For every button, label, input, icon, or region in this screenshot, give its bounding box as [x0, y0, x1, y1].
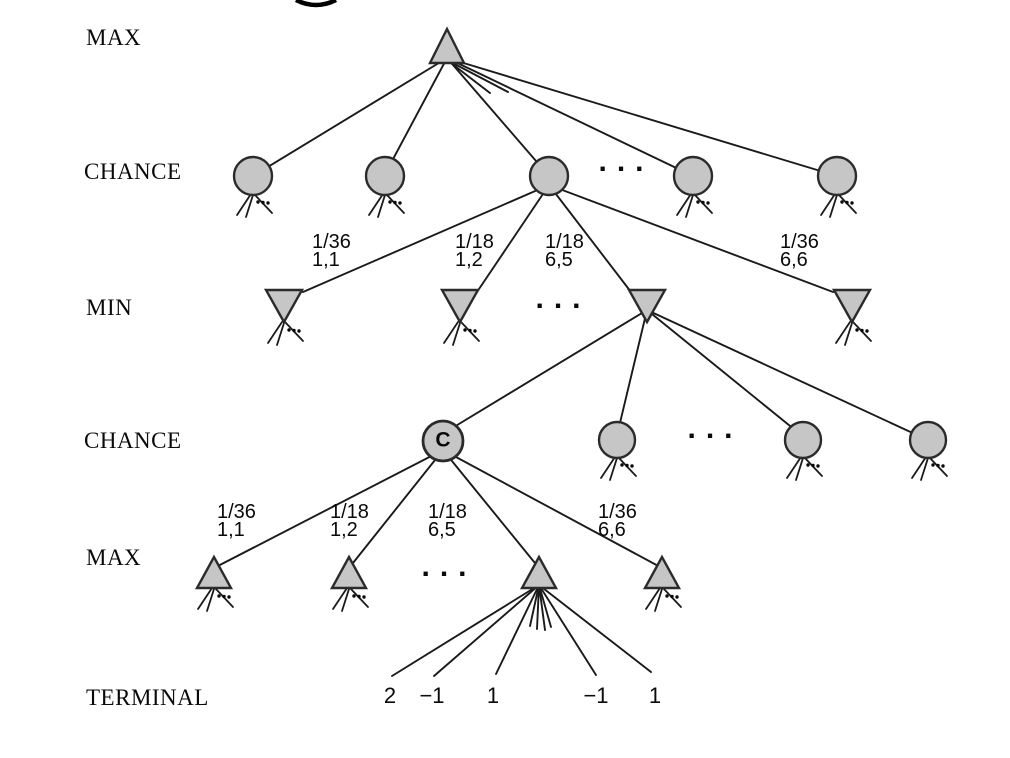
row-label-max-top: MAX — [86, 25, 142, 50]
branch-prob: 1/18 — [545, 231, 584, 253]
branch-stub — [536, 584, 540, 630]
branch-stub — [446, 59, 509, 93]
branch-stub — [446, 59, 491, 94]
upper-chance-node-2 — [364, 155, 406, 197]
branch-prob: 1/36 — [217, 501, 256, 523]
root-max-node — [428, 26, 466, 65]
branch-stub — [538, 584, 546, 631]
branch-prob: 1/18 — [455, 231, 494, 253]
cropped-text-fragment — [294, 0, 338, 8]
branch-prob: 1/36 — [312, 231, 351, 253]
branch-stub — [529, 584, 540, 627]
ellipsis-lower-max: ... — [421, 550, 477, 583]
terminal-value-2: −1 — [419, 683, 445, 708]
branch-roll: 1,2 — [455, 249, 483, 271]
branch-roll: 1,2 — [330, 519, 358, 541]
lower-max-node-3-expanded — [519, 554, 559, 590]
lower-chance-node-4 — [908, 420, 948, 460]
lower-chance-node-c — [421, 419, 465, 463]
branch-stub — [538, 584, 552, 628]
branch-roll: 6,6 — [598, 519, 626, 541]
terminal-value-3: 1 — [486, 683, 500, 708]
lower-chance-node-2 — [597, 420, 637, 460]
min-node-2 — [439, 288, 481, 325]
ellipsis-upper-chance: ... — [598, 145, 654, 178]
lower-chance-node-3 — [783, 420, 823, 460]
branch-prob: 1/36 — [780, 231, 819, 253]
branch-roll: 1,1 — [217, 519, 245, 541]
lower-branch-label-2: 1/18 1,2 — [330, 501, 369, 541]
upper-chance-node-3-expanded — [528, 155, 570, 197]
branch-roll: 6,5 — [428, 519, 456, 541]
lower-branch-label-3: 1/18 6,5 — [428, 501, 467, 541]
row-label-min: MIN — [86, 295, 133, 320]
upper-branch-label-1: 1/36 1,1 — [312, 231, 351, 271]
chance-node-c-label: C — [435, 428, 451, 452]
lower-max-node-4 — [642, 554, 682, 590]
branch-roll: 1,1 — [312, 249, 340, 271]
upper-chance-node-1 — [232, 155, 274, 197]
row-label-max-lower: MAX — [86, 545, 142, 570]
terminal-fan — [391, 584, 652, 677]
ellipsis-min: ... — [535, 282, 591, 315]
row-label-chance-upper: CHANCE — [84, 159, 182, 184]
branch-prob: 1/36 — [598, 501, 637, 523]
terminal-value-5: 1 — [648, 683, 662, 708]
upper-branch-label-3: 1/18 6,5 — [545, 231, 584, 271]
lower-branch-label-4: 1/36 6,6 — [598, 501, 637, 541]
upper-chance-node-5 — [816, 155, 858, 197]
row-label-chance-lower: CHANCE — [84, 428, 182, 453]
upper-branch-label-2: 1/18 1,2 — [455, 231, 494, 271]
lower-chance-edges — [213, 449, 663, 569]
upper-chance-edges — [302, 184, 834, 293]
lower-branch-label-1: 1/36 1,1 — [217, 501, 256, 541]
min-node-3-expanded — [626, 288, 668, 325]
branch-roll: 6,6 — [780, 249, 808, 271]
terminal-value-4: −1 — [583, 683, 609, 708]
root-edges — [252, 57, 838, 177]
branch-roll: 6,5 — [545, 249, 573, 271]
upper-chance-node-4 — [672, 155, 714, 197]
ellipsis-lower-chance: ... — [687, 412, 743, 445]
min-node-4 — [831, 288, 873, 325]
row-label-terminal: TERMINAL — [86, 685, 209, 710]
terminal-value-1: 2 — [383, 683, 397, 708]
branch-prob: 1/18 — [428, 501, 467, 523]
lower-max-node-2 — [329, 554, 369, 590]
min-node-1 — [263, 288, 305, 325]
upper-branch-label-4: 1/36 6,6 — [780, 231, 819, 271]
min-edges — [448, 309, 918, 436]
lower-max-node-1 — [194, 554, 234, 590]
branch-prob: 1/18 — [330, 501, 369, 523]
